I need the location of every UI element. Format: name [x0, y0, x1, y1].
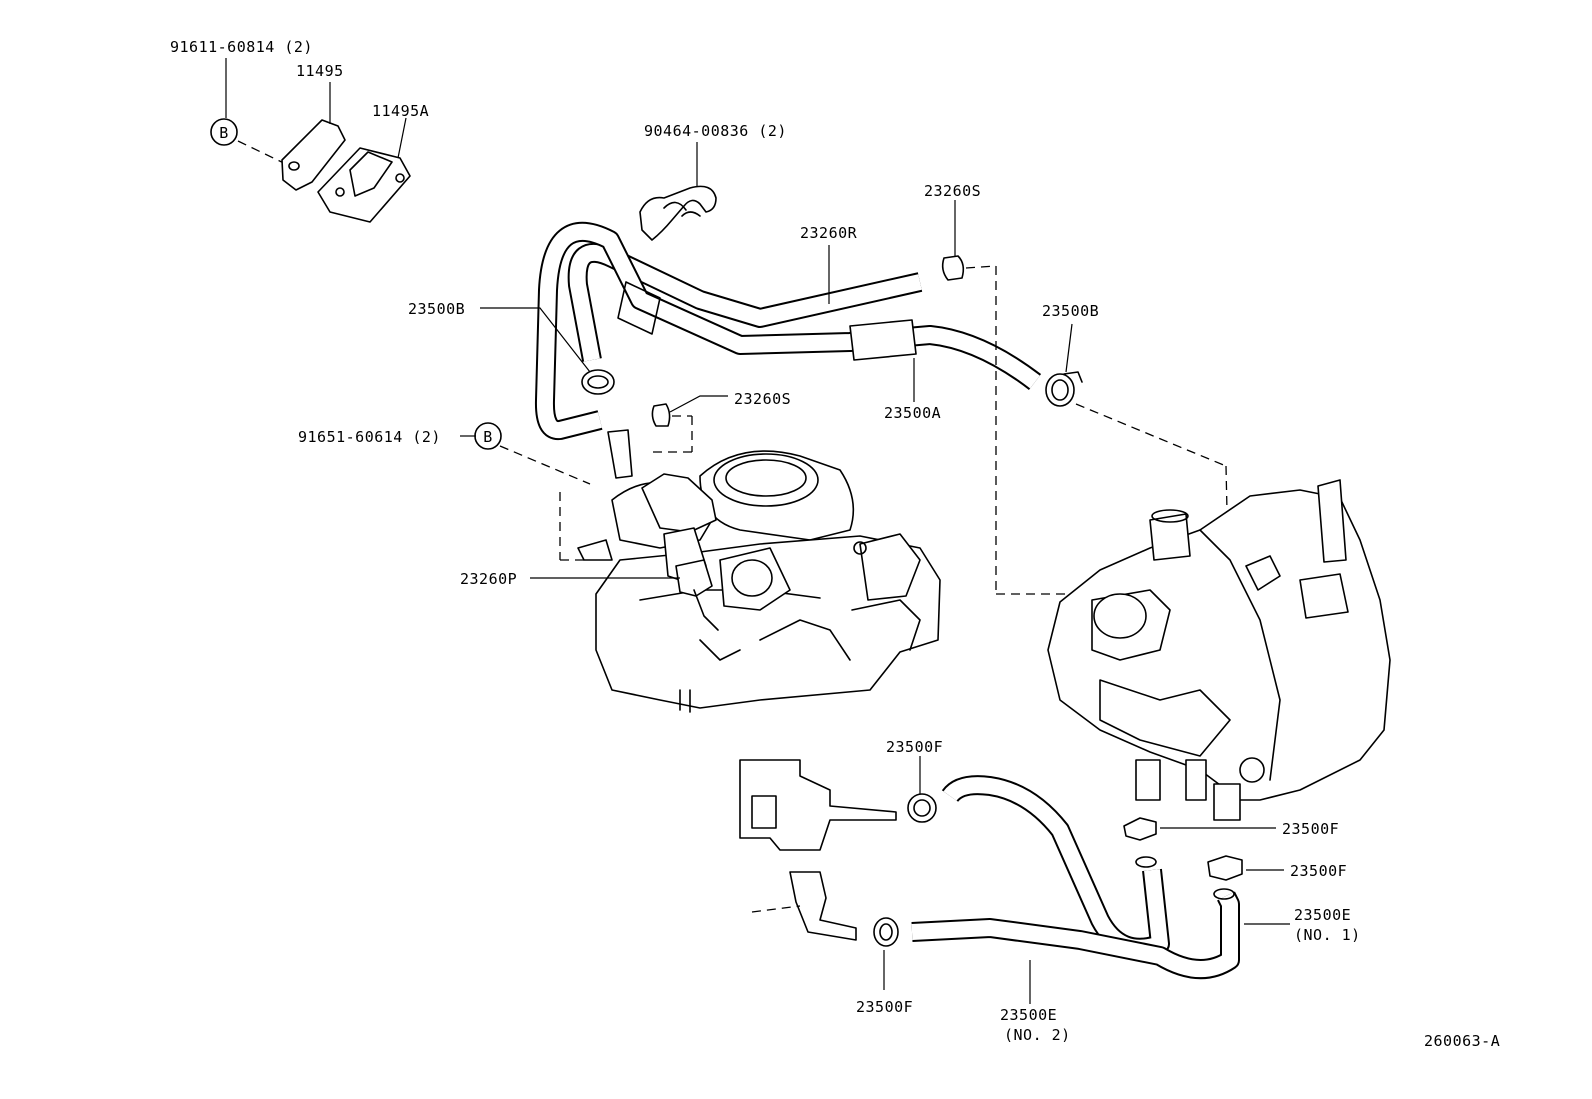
label-23500f-bottom: 23500F	[856, 998, 913, 1016]
label-23500e-no2-sub: (NO. 2)	[1004, 1026, 1071, 1044]
label-23260p: 23260P	[460, 570, 517, 588]
hose-clamp-90464	[639, 142, 717, 241]
label-23260s-top: 23260S	[924, 182, 981, 200]
label-23500f-top: 23500F	[886, 738, 943, 756]
label-91611-60814: 91611-60814 (2)	[170, 38, 313, 56]
label-91651-60614: 91651-60614 (2)	[298, 428, 441, 446]
upper-hoses	[534, 221, 1042, 441]
label-11495a: 11495A	[372, 102, 429, 120]
reference-code: 260063-A	[1424, 1032, 1500, 1050]
lower-bracket	[739, 759, 897, 941]
label-23500f-right-2: 23500F	[1290, 862, 1347, 880]
throttle-body-assembly	[460, 422, 941, 713]
label-23500e-no1-sub: (NO. 1)	[1294, 926, 1361, 944]
label-23500b-left: 23500B	[408, 300, 465, 318]
marker-b-mid: B	[483, 428, 493, 446]
label-23260s-mid: 23260S	[734, 390, 791, 408]
label-23500b-right: 23500B	[1042, 302, 1099, 320]
lower-clamps	[873, 756, 1284, 990]
marker-b-top: B	[219, 124, 229, 142]
label-90464-00836: 90464-00836 (2)	[644, 122, 787, 140]
label-23500f-right-1: 23500F	[1282, 820, 1339, 838]
label-23500e-no1: 23500E	[1294, 906, 1351, 924]
label-11495: 11495	[296, 62, 344, 80]
spacer-gasket-assembly	[210, 58, 411, 223]
label-23500e-no2: 23500E	[1000, 1006, 1057, 1024]
clamps-upper-right	[941, 200, 1229, 595]
label-23260r: 23260R	[800, 224, 858, 242]
lower-hoses	[911, 775, 1290, 1004]
engine-block-right	[1047, 479, 1391, 821]
label-23500a: 23500A	[884, 404, 941, 422]
clamps-upper-left	[480, 307, 728, 453]
